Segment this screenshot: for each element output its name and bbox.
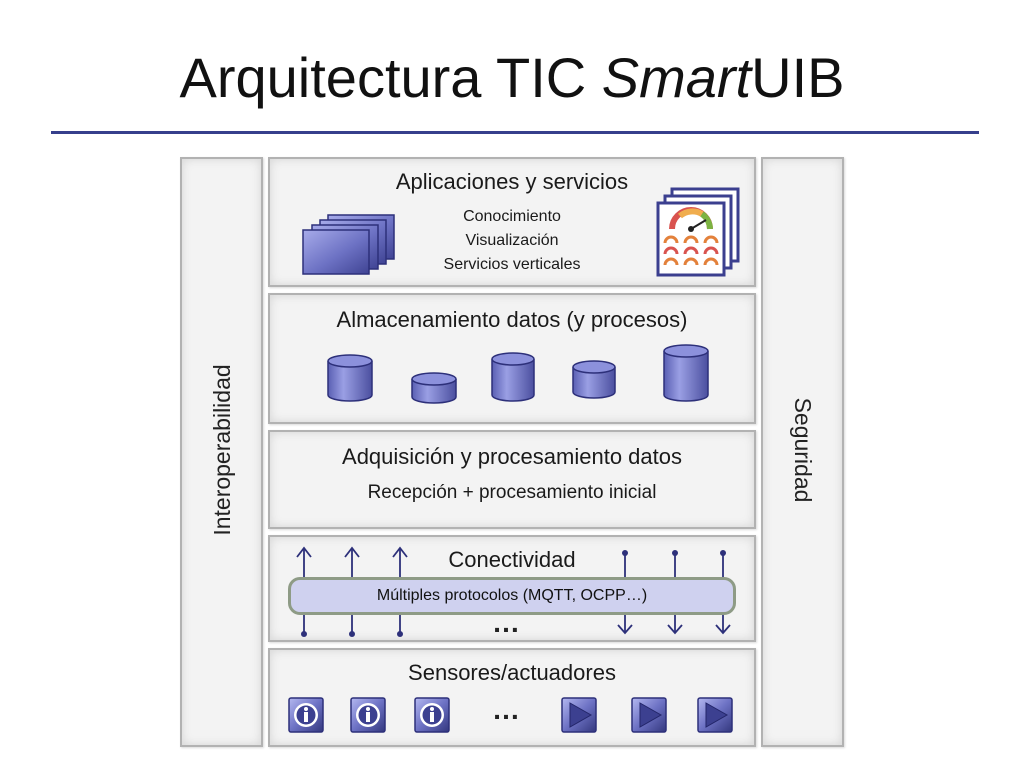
acquisition-title: Adquisición y procesamiento datos — [342, 444, 682, 469]
play-icon — [631, 697, 667, 733]
interoperability-column: Interoperabilidad — [180, 157, 263, 747]
layer-applications: Aplicaciones y servicios Conocimiento Vi… — [268, 157, 756, 287]
layer-acquisition: Adquisición y procesamiento datos Recepc… — [268, 430, 756, 529]
up-arrow-icon — [344, 546, 360, 577]
protocols-bar: Múltiples protocolos (MQTT, OCPP…) — [288, 577, 736, 615]
applications-item: Servicios verticales — [443, 256, 581, 273]
applications-item: Visualización — [465, 232, 559, 249]
database-icon — [572, 360, 616, 399]
play-icon — [697, 697, 733, 733]
connectivity-ellipsis: … — [492, 607, 521, 638]
title-suffix: UIB — [751, 46, 845, 109]
sensor-actuator-icons — [288, 697, 733, 733]
layer-storage: Almacenamiento datos (y procesos) — [268, 293, 756, 424]
up-arrow-icon — [392, 546, 408, 577]
layer-sensors: Sensores/actuadores … — [268, 648, 756, 747]
connectivity-title: Conectividad — [448, 547, 576, 572]
security-label: Seguridad — [790, 397, 816, 503]
document-stack-icon — [302, 214, 395, 275]
interoperability-label: Interoperabilidad — [209, 364, 235, 536]
title-emphasis: Smart — [601, 46, 752, 109]
up-arrow-icon — [296, 546, 312, 577]
applications-items: Conocimiento Visualización Servicios ver… — [390, 205, 634, 277]
down-arrow-icon — [667, 615, 683, 635]
layer-connectivity: Conectividad Múltiples protocolos (MQTT,… — [268, 535, 756, 642]
database-icon — [663, 344, 709, 402]
info-icon — [288, 697, 324, 733]
connectivity-arrows — [296, 546, 731, 637]
title-rule — [51, 131, 979, 134]
storage-title: Almacenamiento datos (y procesos) — [336, 307, 688, 332]
down-arrow-icon — [715, 615, 731, 635]
applications-title: Aplicaciones y servicios — [395, 169, 629, 194]
acquisition-subtitle: Recepción + procesamiento inicial — [367, 482, 657, 503]
down-arrow-icon — [617, 615, 633, 635]
database-icon — [491, 352, 535, 402]
storage-icons — [327, 344, 709, 404]
play-icon — [561, 697, 597, 733]
sensors-ellipsis: … — [492, 694, 521, 725]
info-icon — [350, 697, 386, 733]
applications-item: Conocimiento — [463, 208, 561, 225]
database-icon — [327, 354, 373, 402]
dashboard-gauges-icon — [656, 187, 740, 277]
sensors-title: Sensores/actuadores — [408, 660, 616, 685]
title-prefix: Arquitectura TIC — [179, 46, 602, 109]
page-title: Arquitectura TIC SmartUIB — [0, 46, 1024, 110]
database-icon — [411, 372, 457, 404]
info-icon — [414, 697, 450, 733]
security-column: Seguridad — [761, 157, 844, 747]
